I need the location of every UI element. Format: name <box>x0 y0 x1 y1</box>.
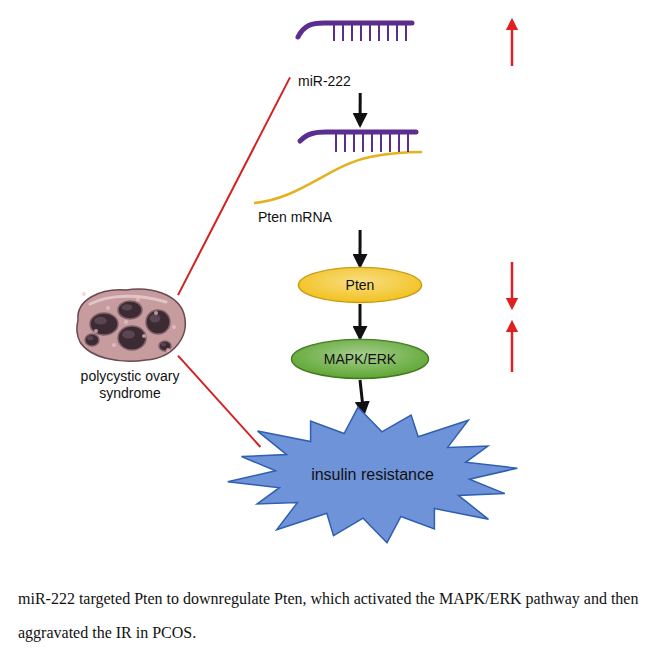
process-ellipse: MAPK/ERK <box>290 338 430 380</box>
rna-strand: Pten mRNA <box>250 125 425 230</box>
link-line <box>178 77 290 295</box>
node-label: Pten <box>346 277 375 294</box>
process-ellipse: Pten <box>297 266 423 304</box>
node-label: Pten mRNA <box>258 209 332 226</box>
up-arrow <box>511 24 514 66</box>
flow-arrow <box>359 93 362 125</box>
node-label: miR-222 <box>298 73 351 90</box>
down-arrow <box>511 262 514 304</box>
node-label: polycystic ovary syndrome <box>70 368 190 402</box>
node-label: insulin resistance <box>311 465 434 484</box>
ovary-figure: polycystic ovary syndrome <box>70 280 190 406</box>
rna-strand: miR-222 <box>290 15 425 93</box>
burst-shape: insulin resistance <box>225 405 520 545</box>
flow-arrow <box>360 380 364 413</box>
flow-arrow <box>359 230 362 266</box>
flow-arrow <box>359 304 362 338</box>
link-line <box>178 356 260 447</box>
node-label: MAPK/ERK <box>324 351 396 368</box>
up-arrow <box>511 326 514 372</box>
figure-caption: miR-222 targeted Pten to downregulate Pt… <box>18 582 648 649</box>
